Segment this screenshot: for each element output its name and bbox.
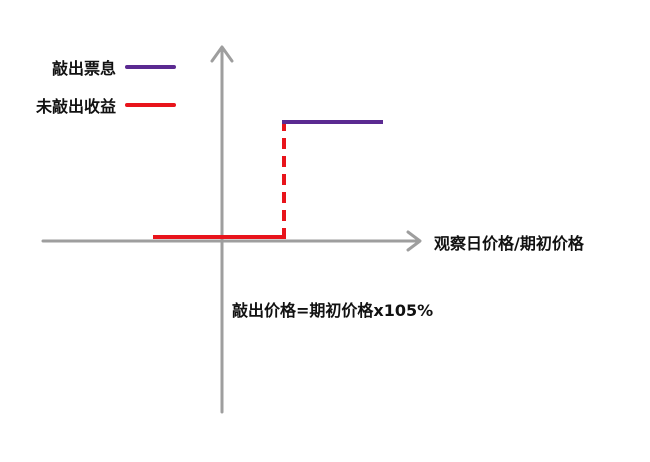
legend-label-knock-out-coupon: 敲出票息 [52,59,116,78]
x-axis-arrow-icon [406,230,422,252]
axes: 观察日价格/期初价格 [41,45,585,414]
y-axis-arrow-icon [210,45,234,63]
legend-label-no-knock-out-return: 未敲出收益 [35,97,116,116]
legend: 敲出票息 未敲出收益 [35,59,176,116]
payoff-lines [153,120,383,239]
knock-out-price-annotation: 敲出价格=期初价格x105% [232,301,433,320]
x-axis-label: 观察日价格/期初价格 [434,234,585,253]
